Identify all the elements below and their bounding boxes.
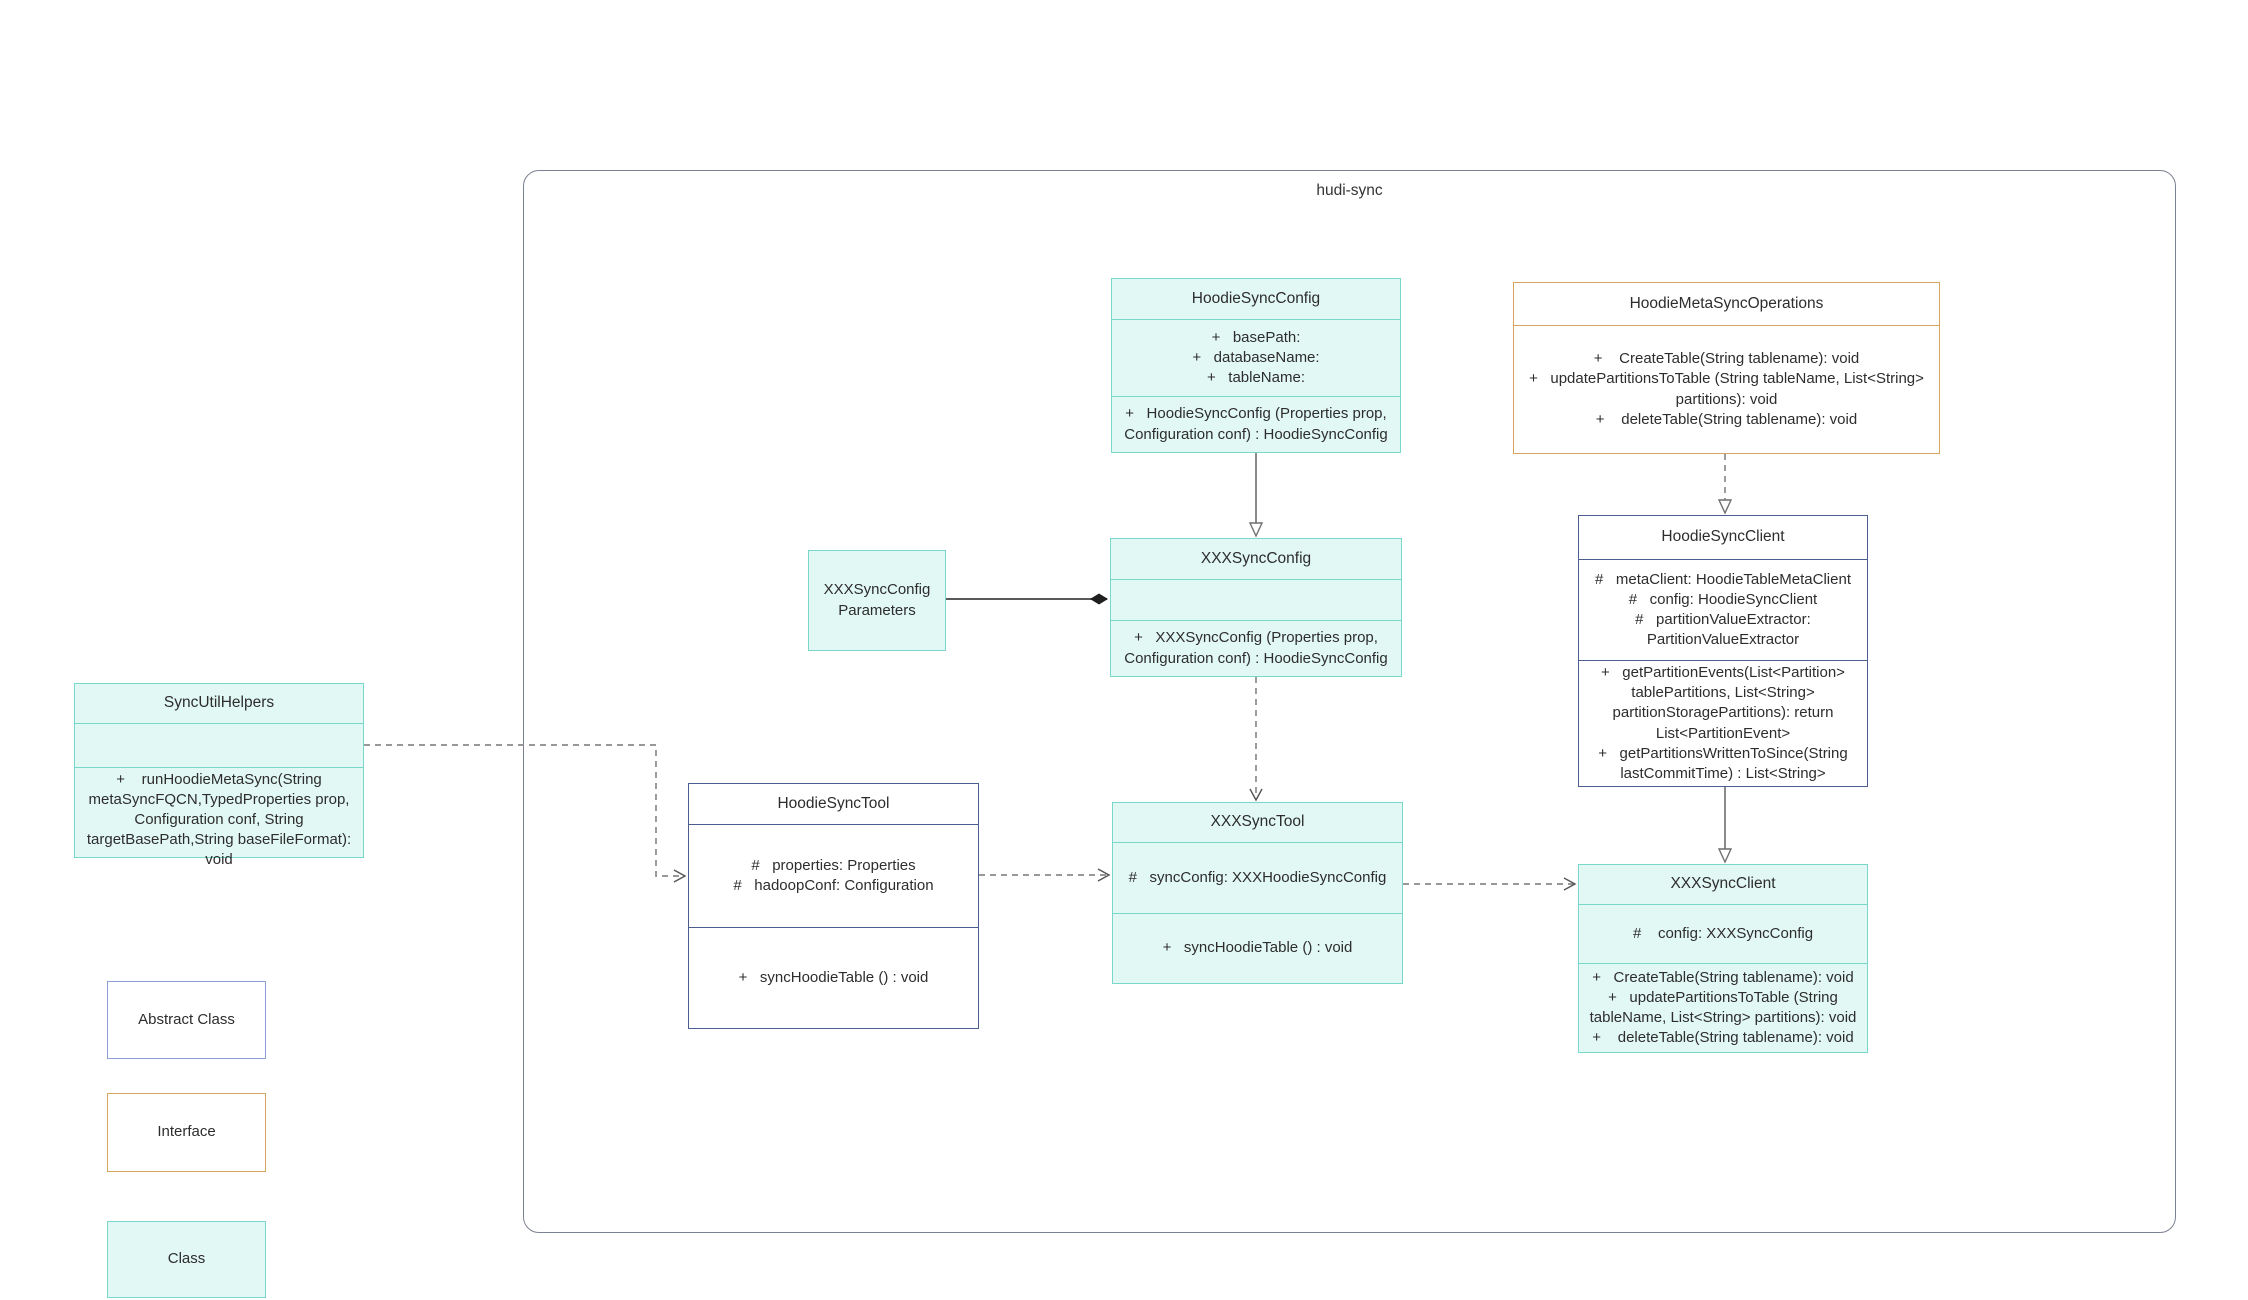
method: + CreateTable(String tablename): void <box>1592 968 1854 986</box>
field: + basePath: <box>1211 328 1301 346</box>
abstract-class-hoodiesynctool: HoodieSyncTool # properties: Properties … <box>688 783 979 1029</box>
class-title: SyncUtilHelpers <box>163 694 275 712</box>
class-fields: # properties: Properties # hadoopConf: C… <box>689 824 978 927</box>
method: + syncHoodieTable () : void <box>1162 939 1353 957</box>
class-xxxsyncclient: XXXSyncClient # config: XXXSyncConfig + … <box>1578 864 1868 1053</box>
field: # syncConfig: XXXHoodieSyncConfig <box>1128 868 1387 886</box>
interface-hoodiemetasyncoperations: HoodieMetaSyncOperations + CreateTable(S… <box>1513 282 1940 454</box>
class-methods: + CreateTable(String tablename): void + … <box>1579 963 1867 1052</box>
class-fields: + basePath: + databaseName: + tableName: <box>1112 319 1400 396</box>
field: # config: HoodieSyncClient <box>1628 590 1818 608</box>
method: + getPartitionsWrittenToSince(String las… <box>1598 744 1852 782</box>
method: + syncHoodieTable () : void <box>738 968 929 986</box>
method: + runHoodieMetaSync(String metaSyncFQCN,… <box>86 771 356 869</box>
class-xxxsyncconfig: XXXSyncConfig + XXXSyncConfig (Propertie… <box>1110 538 1402 677</box>
field: + databaseName: <box>1192 348 1320 366</box>
method: + updatePartitionsToTable (String tableN… <box>1589 988 1857 1026</box>
field: + tableName: <box>1207 369 1305 387</box>
class-title: HoodieSyncTool <box>777 794 890 812</box>
legend-abstract-class-box: Abstract Class <box>107 981 266 1059</box>
class-hoodiesyncconfig: HoodieSyncConfig + basePath: + databaseN… <box>1111 278 1401 453</box>
class-title: HoodieMetaSyncOperations <box>1629 294 1824 312</box>
class-fields <box>75 723 363 767</box>
class-methods: + XXXSyncConfig (Properties prop, Config… <box>1111 620 1401 676</box>
class-methods: + runHoodieMetaSync(String metaSyncFQCN,… <box>75 767 363 872</box>
method: + CreateTable(String tablename): void <box>1593 350 1860 368</box>
method: + getPartitionEvents(List<Partition> tab… <box>1601 664 1850 742</box>
field: # metaClient: HoodieTableMetaClient <box>1595 570 1851 588</box>
method: + HoodieSyncConfig (Properties prop, Con… <box>1124 405 1391 443</box>
legend-interface-box: Interface <box>107 1093 266 1172</box>
class-methods: + HoodieSyncConfig (Properties prop, Con… <box>1112 396 1400 452</box>
class-title: HoodieSyncConfig <box>1191 289 1321 307</box>
field: # hadoopConf: Configuration <box>733 877 934 894</box>
field: # config: XXXSyncConfig <box>1632 924 1814 942</box>
legend-class-label: Class <box>167 1250 206 1268</box>
class-fields <box>1111 579 1401 620</box>
class-xxxsynctool: XXXSyncTool # syncConfig: XXXHoodieSyncC… <box>1112 802 1403 984</box>
class-title: XXXSyncClient <box>1670 875 1776 893</box>
class-title: XXXSyncConfig <box>1200 549 1312 567</box>
package-label: hudi-sync <box>1316 182 1383 199</box>
class-methods: + getPartitionEvents(List<Partition> tab… <box>1579 660 1867 786</box>
class-fields: # config: XXXSyncConfig <box>1579 904 1867 963</box>
field: # partitionValueExtractor: PartitionValu… <box>1635 611 1815 649</box>
class-title-label: XXXSyncConfigParameters <box>823 581 931 619</box>
class-syncutilhelpers: SyncUtilHelpers + runHoodieMetaSync(Stri… <box>74 683 364 868</box>
field: # properties: Properties <box>751 856 916 874</box>
abstract-class-hoodiesyncclient: HoodieSyncClient # metaClient: HoodieTab… <box>1578 515 1868 787</box>
legend-class-box: Class <box>107 1221 266 1298</box>
legend-abstract-class-label: Abstract Class <box>138 1010 235 1028</box>
method: + updatePartitionsToTable (String tableN… <box>1529 370 1929 408</box>
method: + XXXSyncConfig (Properties prop, Config… <box>1124 629 1388 667</box>
hudi-sync-package-box: hudi-sync <box>523 170 2176 1233</box>
class-title: XXXSyncTool <box>1210 813 1305 831</box>
legend-interface-label: Interface <box>157 1123 216 1141</box>
class-methods: + syncHoodieTable () : void <box>689 927 978 1028</box>
class-methods: + CreateTable(String tablename): void + … <box>1514 325 1939 453</box>
class-title: XXXSyncConfigParameters <box>809 551 945 650</box>
dependency-syncutilhelpers-to-hoodiesynctool <box>364 744 687 883</box>
class-fields: # metaClient: HoodieTableMetaClient # co… <box>1579 559 1867 660</box>
class-title: HoodieSyncClient <box>1661 528 1785 546</box>
class-xxxsyncconfigparameters: XXXSyncConfigParameters <box>808 550 946 651</box>
class-methods: + syncHoodieTable () : void <box>1113 913 1402 983</box>
method: + deleteTable(String tablename): void <box>1595 410 1858 428</box>
method: + deleteTable(String tablename): void <box>1592 1029 1854 1047</box>
class-fields: # syncConfig: XXXHoodieSyncConfig <box>1113 842 1402 913</box>
